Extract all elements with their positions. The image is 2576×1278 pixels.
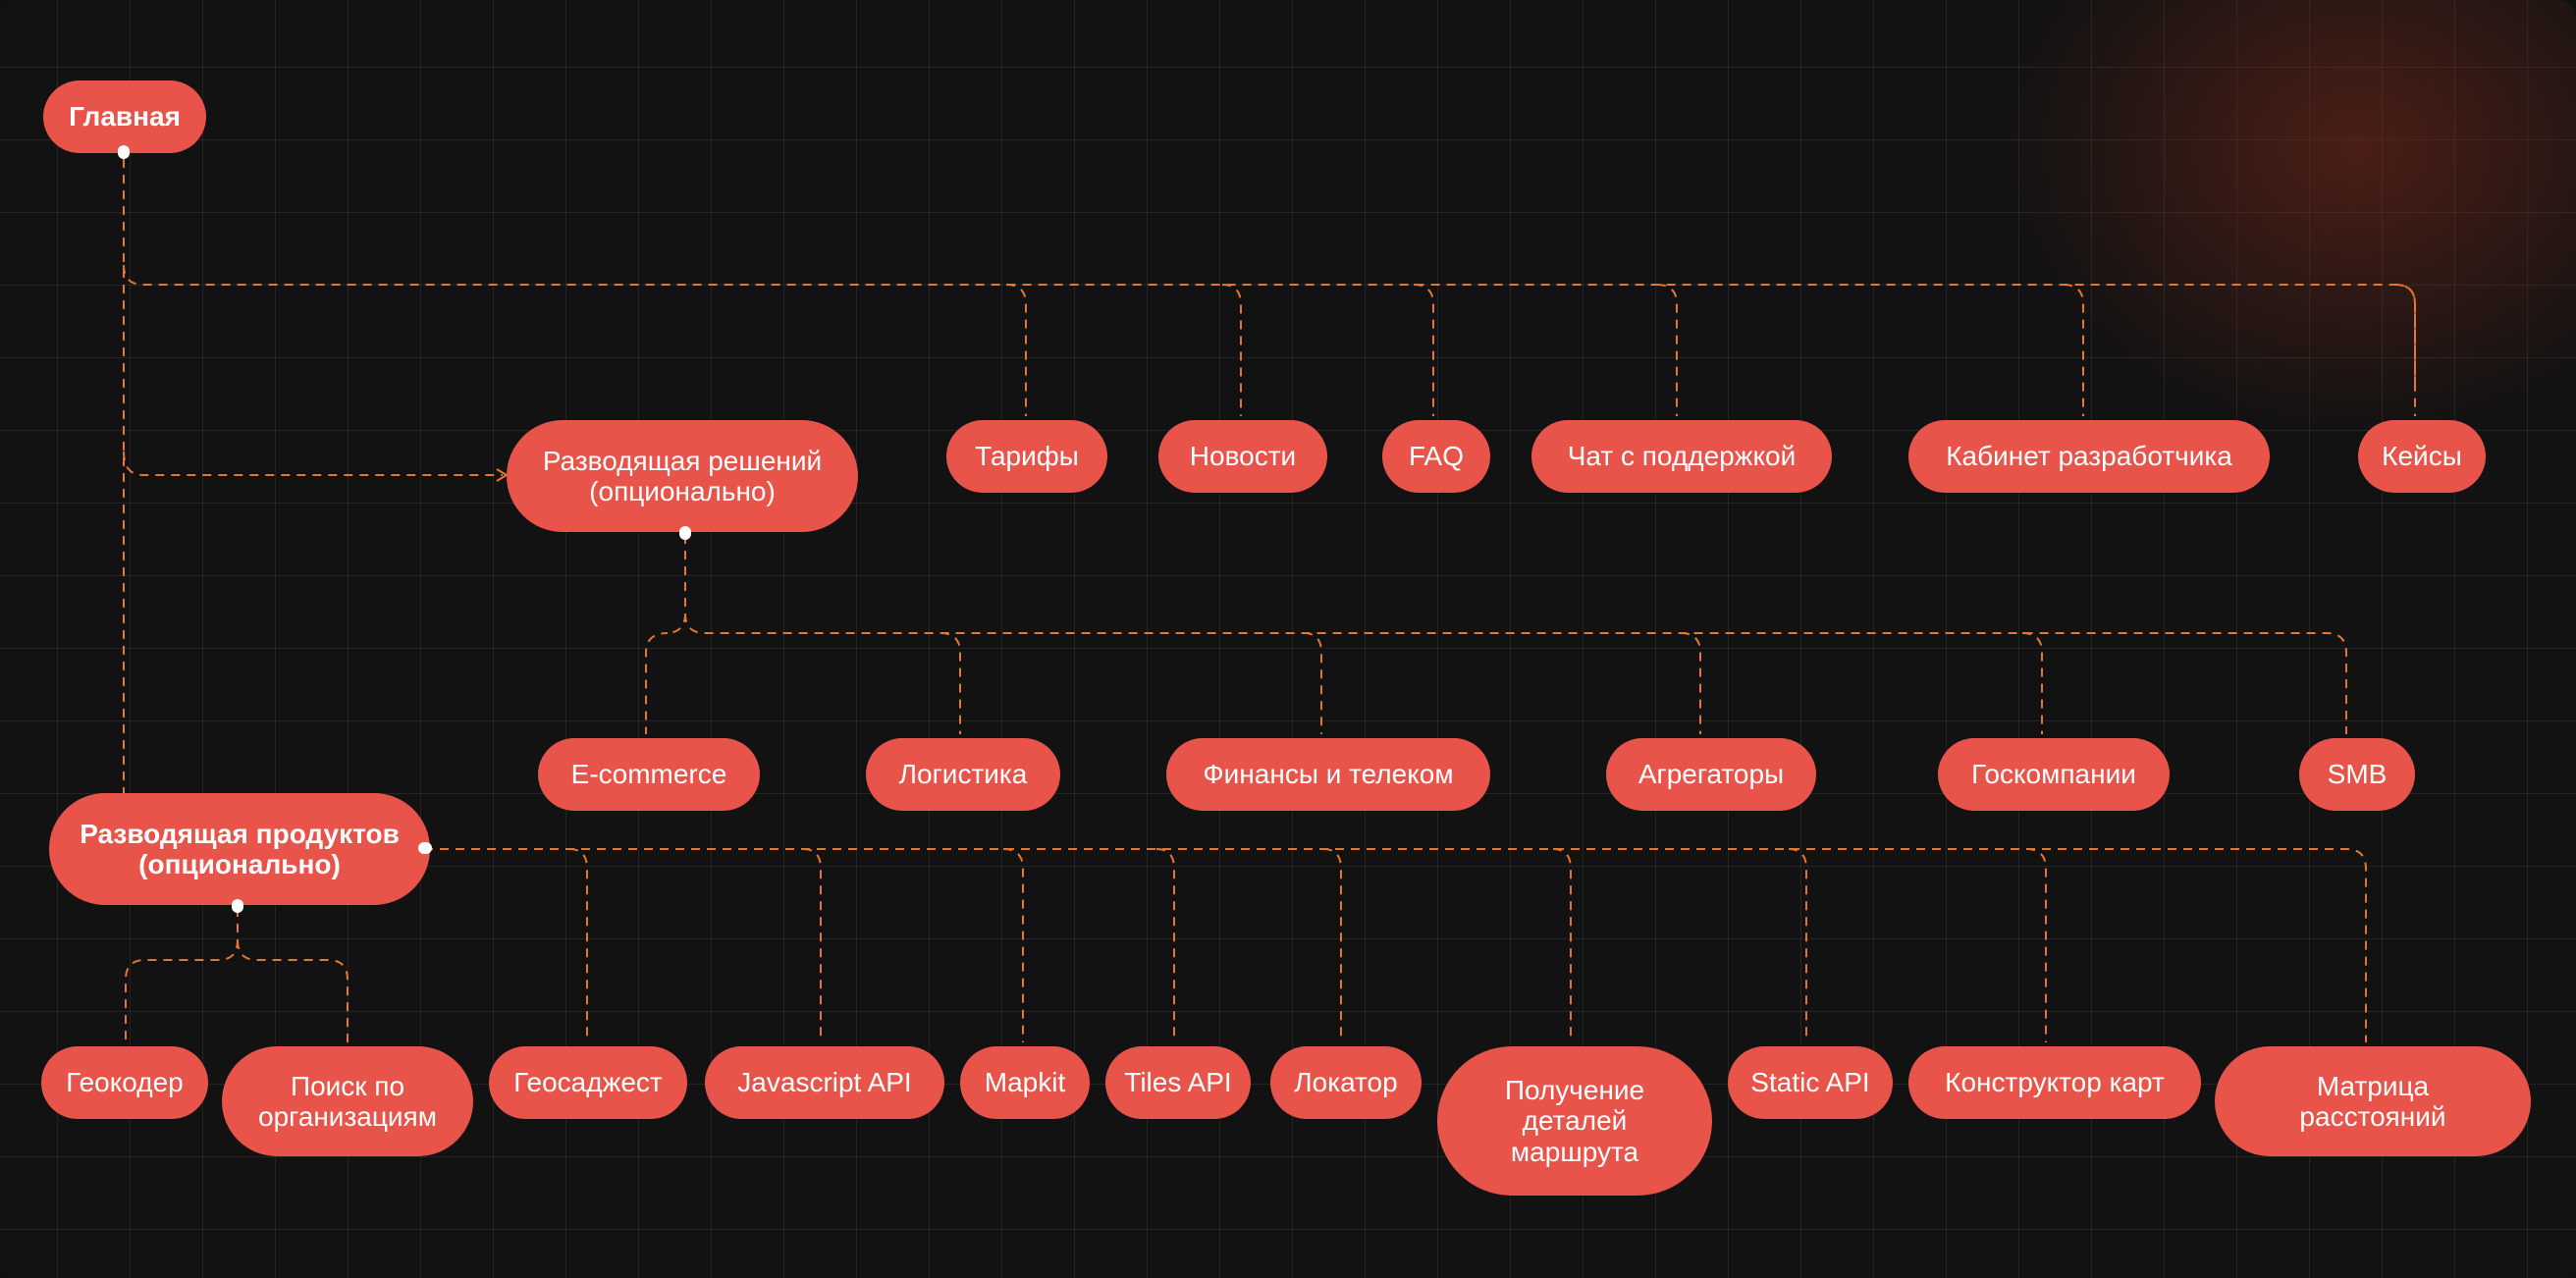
edges (123, 159, 2416, 1042)
node-tiles-api[interactable]: Tiles API (1105, 1046, 1251, 1119)
node-solutions-hub[interactable]: Разводящая решений (опционально) (507, 420, 858, 532)
edge-to-geosuggest (568, 848, 588, 1042)
edge-to-dev-cabinet (2063, 284, 2084, 416)
edge-to-finance (1303, 632, 1322, 734)
node-finance[interactable]: Финансы и телеком (1166, 738, 1490, 811)
node-products-hub[interactable]: Разводящая продуктов (опционально) (49, 793, 430, 905)
edge-to-jsapi (802, 848, 822, 1042)
edge-to-mapkit (1002, 848, 1024, 1042)
node-org-search[interactable]: Поиск по организациям (222, 1046, 473, 1156)
handle-products-hub-right (418, 842, 432, 854)
edge-to-builder (2025, 848, 2047, 1042)
handle-products-hub-bottom (232, 899, 243, 913)
edge-products-down (125, 908, 239, 1042)
handle-solutions-hub (679, 526, 691, 540)
node-main[interactable]: Главная (43, 80, 206, 153)
edge-main-solutions (123, 451, 503, 476)
node-support-chat[interactable]: Чат с поддержкой (1531, 420, 1832, 493)
node-tariffs[interactable]: Тарифы (946, 420, 1107, 493)
node-faq[interactable]: FAQ (1382, 420, 1490, 493)
node-aggregators[interactable]: Агрегаторы (1606, 738, 1816, 811)
node-locator[interactable]: Локатор (1270, 1046, 1422, 1119)
node-cases[interactable]: Кейсы (2358, 420, 2486, 493)
node-route-details[interactable]: Получение деталей маршрута (1437, 1046, 1712, 1196)
edge-solutions-bus-left (645, 535, 686, 734)
node-gov[interactable]: Госкомпании (1938, 738, 2170, 811)
node-ecommerce[interactable]: E-commerce (538, 738, 760, 811)
edge-to-cases (2394, 284, 2416, 416)
edge-to-faq (1413, 284, 1434, 416)
edge-to-static (1788, 848, 1807, 1042)
node-geocoder[interactable]: Геокодер (41, 1046, 208, 1119)
edge-solutions-bus (684, 612, 2347, 734)
node-static-api[interactable]: Static API (1728, 1046, 1893, 1119)
node-smb[interactable]: SMB (2299, 738, 2415, 811)
node-news[interactable]: Новости (1158, 420, 1327, 493)
edge-main-top-bus (123, 264, 2416, 387)
node-geosuggest[interactable]: Геосаджест (489, 1046, 687, 1119)
handle-main (118, 145, 130, 159)
edge-to-tariffs (1005, 284, 1027, 416)
edge-to-aggregators (1680, 632, 1701, 734)
edge-to-locator (1322, 848, 1342, 1042)
node-dev-cabinet[interactable]: Кабинет разработчика (1908, 420, 2270, 493)
edge-to-gov (2021, 632, 2043, 734)
node-distance-matrix[interactable]: Матрица расстояний (2215, 1046, 2531, 1156)
edge-to-org-search (237, 939, 349, 1042)
edge-to-tiles (1155, 848, 1175, 1042)
edge-to-news (1221, 284, 1242, 416)
node-mapkit[interactable]: Mapkit (960, 1046, 1090, 1119)
edge-to-route (1552, 848, 1572, 1042)
edge-to-support-chat (1656, 284, 1678, 416)
node-logistics[interactable]: Логистика (866, 738, 1060, 811)
node-js-api[interactable]: Javascript API (705, 1046, 944, 1119)
edge-products-bus (424, 848, 2367, 1042)
node-map-builder[interactable]: Конструктор карт (1908, 1046, 2201, 1119)
edge-to-logistics (939, 632, 961, 734)
